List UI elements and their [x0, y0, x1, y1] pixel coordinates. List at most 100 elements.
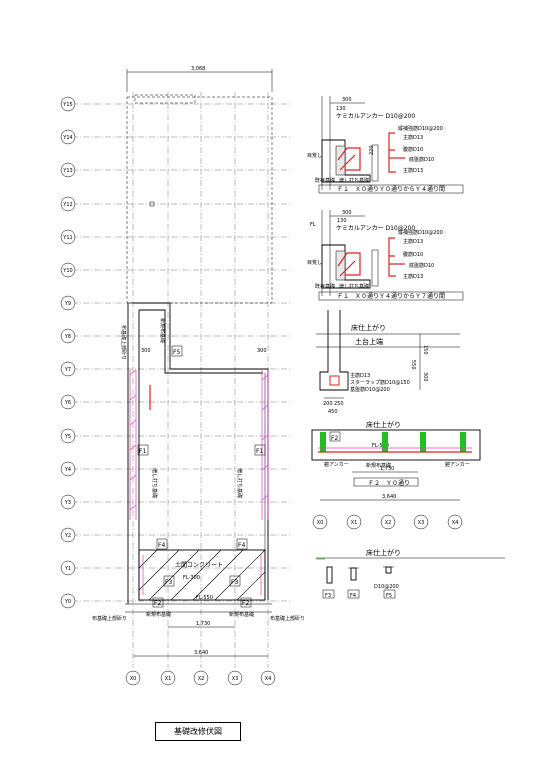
dim: 300 [342, 97, 352, 103]
row-label: Y15 [62, 102, 72, 108]
col-label: X4 [265, 676, 272, 682]
dim: 550 [410, 360, 416, 370]
web-bar-note: 腹筋D10 [403, 146, 423, 153]
anchor-note: ケミカルアンカー D10@200 [336, 225, 415, 232]
section-sill: 床仕上がり 土台上端 主筋D13 スターラップ筋D10@150 基盤筋D10@2… [316, 310, 460, 415]
section-small: 床仕上がり D10@200 F3 F4 F5 [316, 548, 505, 599]
row-label: Y8 [64, 334, 71, 340]
note-fl-300: FL-300 [183, 575, 200, 581]
anchor-note: ケミカルアンカー D10@200 [336, 113, 415, 120]
tag-f2-left: F2 [154, 600, 161, 607]
note-new-foundation-left: 新規布基礎 [146, 611, 171, 618]
dim: 300 [342, 210, 352, 216]
base-bar-note: 基盤筋D10@200 [350, 386, 390, 393]
vert-bar-note: 縦補強筋D10@200 [398, 229, 443, 236]
note-raise-right: 布基礎上部斫り [270, 615, 305, 622]
main-plan: 3,068 [60, 66, 305, 686]
col-label: X2 [198, 676, 205, 682]
existing-note: 既存基礎 [315, 177, 335, 184]
column-grid-lines [132, 92, 269, 668]
fl-note: FL [310, 222, 316, 228]
top-dimension: 3,068 [191, 66, 205, 72]
note-vertical-new: 新規布基礎 [159, 318, 166, 343]
web-bar-note: 腹筋D10 [403, 251, 423, 258]
anchor-left: 鎧アンカー [324, 461, 349, 468]
row-label: Y13 [62, 168, 72, 174]
col-label: X2 [385, 520, 392, 526]
tag-f3: F3 [325, 593, 331, 599]
row-label: Y12 [62, 202, 72, 208]
note-new-foundation-right: 新規布基礎 [229, 611, 254, 618]
section-f1a-caption: Ｆ１ Ｘ０通りＹ０通りからＹ４通り間 [337, 185, 445, 193]
column-labels: X0 X1 X2 X3 X4 [125, 670, 276, 686]
row-label: Y1 [64, 566, 71, 572]
floor-up-label: 床仕上がり [366, 420, 401, 429]
row-label: Y4 [64, 467, 71, 473]
note-vertical-added-right: 増し打ち基礎 [236, 468, 243, 498]
section-f1b-caption: Ｆ１ Ｘ０通りＹ４通りからＹ７通り間 [337, 292, 445, 300]
anchor-right: 鎧アンカー [445, 461, 470, 468]
dim: 130 [337, 218, 347, 224]
sill-end-label: 土台上端 [355, 337, 383, 346]
floor-up-label: 床仕上がり [366, 548, 401, 557]
tag-f1-left: F1 [139, 448, 146, 455]
row-label: Y10 [62, 268, 72, 274]
main-bar-note-2: 主筋D13 [403, 273, 423, 280]
new-foundation-note: 新規布基礎 [366, 462, 391, 469]
dim: 250 [334, 401, 344, 407]
dim-300-left: 300 [141, 348, 151, 354]
dim-total: 3,640 [382, 494, 396, 500]
dim: 150 [422, 345, 428, 355]
col-label: X1 [351, 520, 358, 526]
plan-tags: F1 F1 F5 F4 F4 F3 F3 F2 F2 [137, 345, 266, 608]
col-label: X0 [130, 676, 137, 682]
dim: 220 [369, 145, 375, 155]
row-label: Y0 [64, 599, 71, 605]
dim: 300 [422, 372, 428, 382]
tag-f2-right: F2 [242, 600, 249, 607]
dim: 450 [328, 409, 338, 415]
vert-bar-note: 縦補強筋D10@200 [398, 125, 443, 132]
section-f1-a: 300 130 220 ケミカルアンカー D10@200 縦補強筋D10@200… [307, 96, 464, 194]
note-fl-550: FL-550 [196, 595, 213, 601]
col-label: X1 [165, 676, 172, 682]
main-bar-note-2: 主筋D13 [403, 167, 423, 174]
row-labels: Y15 Y14 Y13 Y12 Y11 Y10 Y9 Y8 Y7 Y6 Y5 Y… [60, 96, 76, 609]
row-grid-lines [72, 103, 290, 602]
floor-up-label: 床仕上がり [351, 323, 386, 332]
row-label: Y5 [64, 434, 71, 440]
earth-concrete-slab [138, 549, 266, 601]
tag-f4: F4 [350, 593, 356, 599]
tag-f3-right: F3 [231, 579, 238, 586]
tag-f5: F5 [173, 349, 180, 356]
row-label: Y11 [62, 235, 72, 241]
note-earth-concrete: 土間コンクリート [175, 561, 223, 569]
existing-note: 既存基礎 [315, 283, 335, 290]
added-note: 増し打ち基礎 [339, 177, 369, 184]
main-bar-note: 主筋D13 [350, 372, 370, 379]
tag-f4-left: F4 [158, 542, 165, 549]
row-label: Y9 [64, 301, 71, 307]
existing-foundation-marks [129, 369, 269, 520]
bottom-dim-sub: 1,730 [196, 621, 210, 627]
col-label: X3 [418, 520, 425, 526]
row-label: Y3 [64, 500, 71, 506]
section-f2-tag: F2 [331, 435, 338, 442]
tag-f5: F5 [386, 593, 392, 599]
row-label: Y2 [64, 533, 71, 539]
section-f2-col-labels: X0 X1 X2 X3 X4 [312, 514, 463, 530]
main-bar-note: 主筋D13 [403, 238, 423, 245]
tag-f3-left: F3 [165, 579, 172, 586]
note-vertical-raise: 布基礎上部斫り [120, 325, 127, 360]
main-bar-note: 主筋D13 [403, 134, 423, 141]
bottom-bar-note: 底盤筋D10 [409, 156, 434, 163]
bar-note: D10@200 [374, 584, 399, 590]
bottom-bar-note: 底盤筋D10 [409, 262, 434, 269]
dim: 200 [323, 401, 333, 407]
section-f2: 床仕上がり F2 FL-550 鎧アンカー 鎧アンカー 新規布基礎 1,730 … [311, 420, 481, 530]
col-label: X4 [452, 520, 459, 526]
bottom-dim-total: 3,640 [194, 650, 208, 656]
dim-sub: 1,730 [380, 466, 394, 472]
